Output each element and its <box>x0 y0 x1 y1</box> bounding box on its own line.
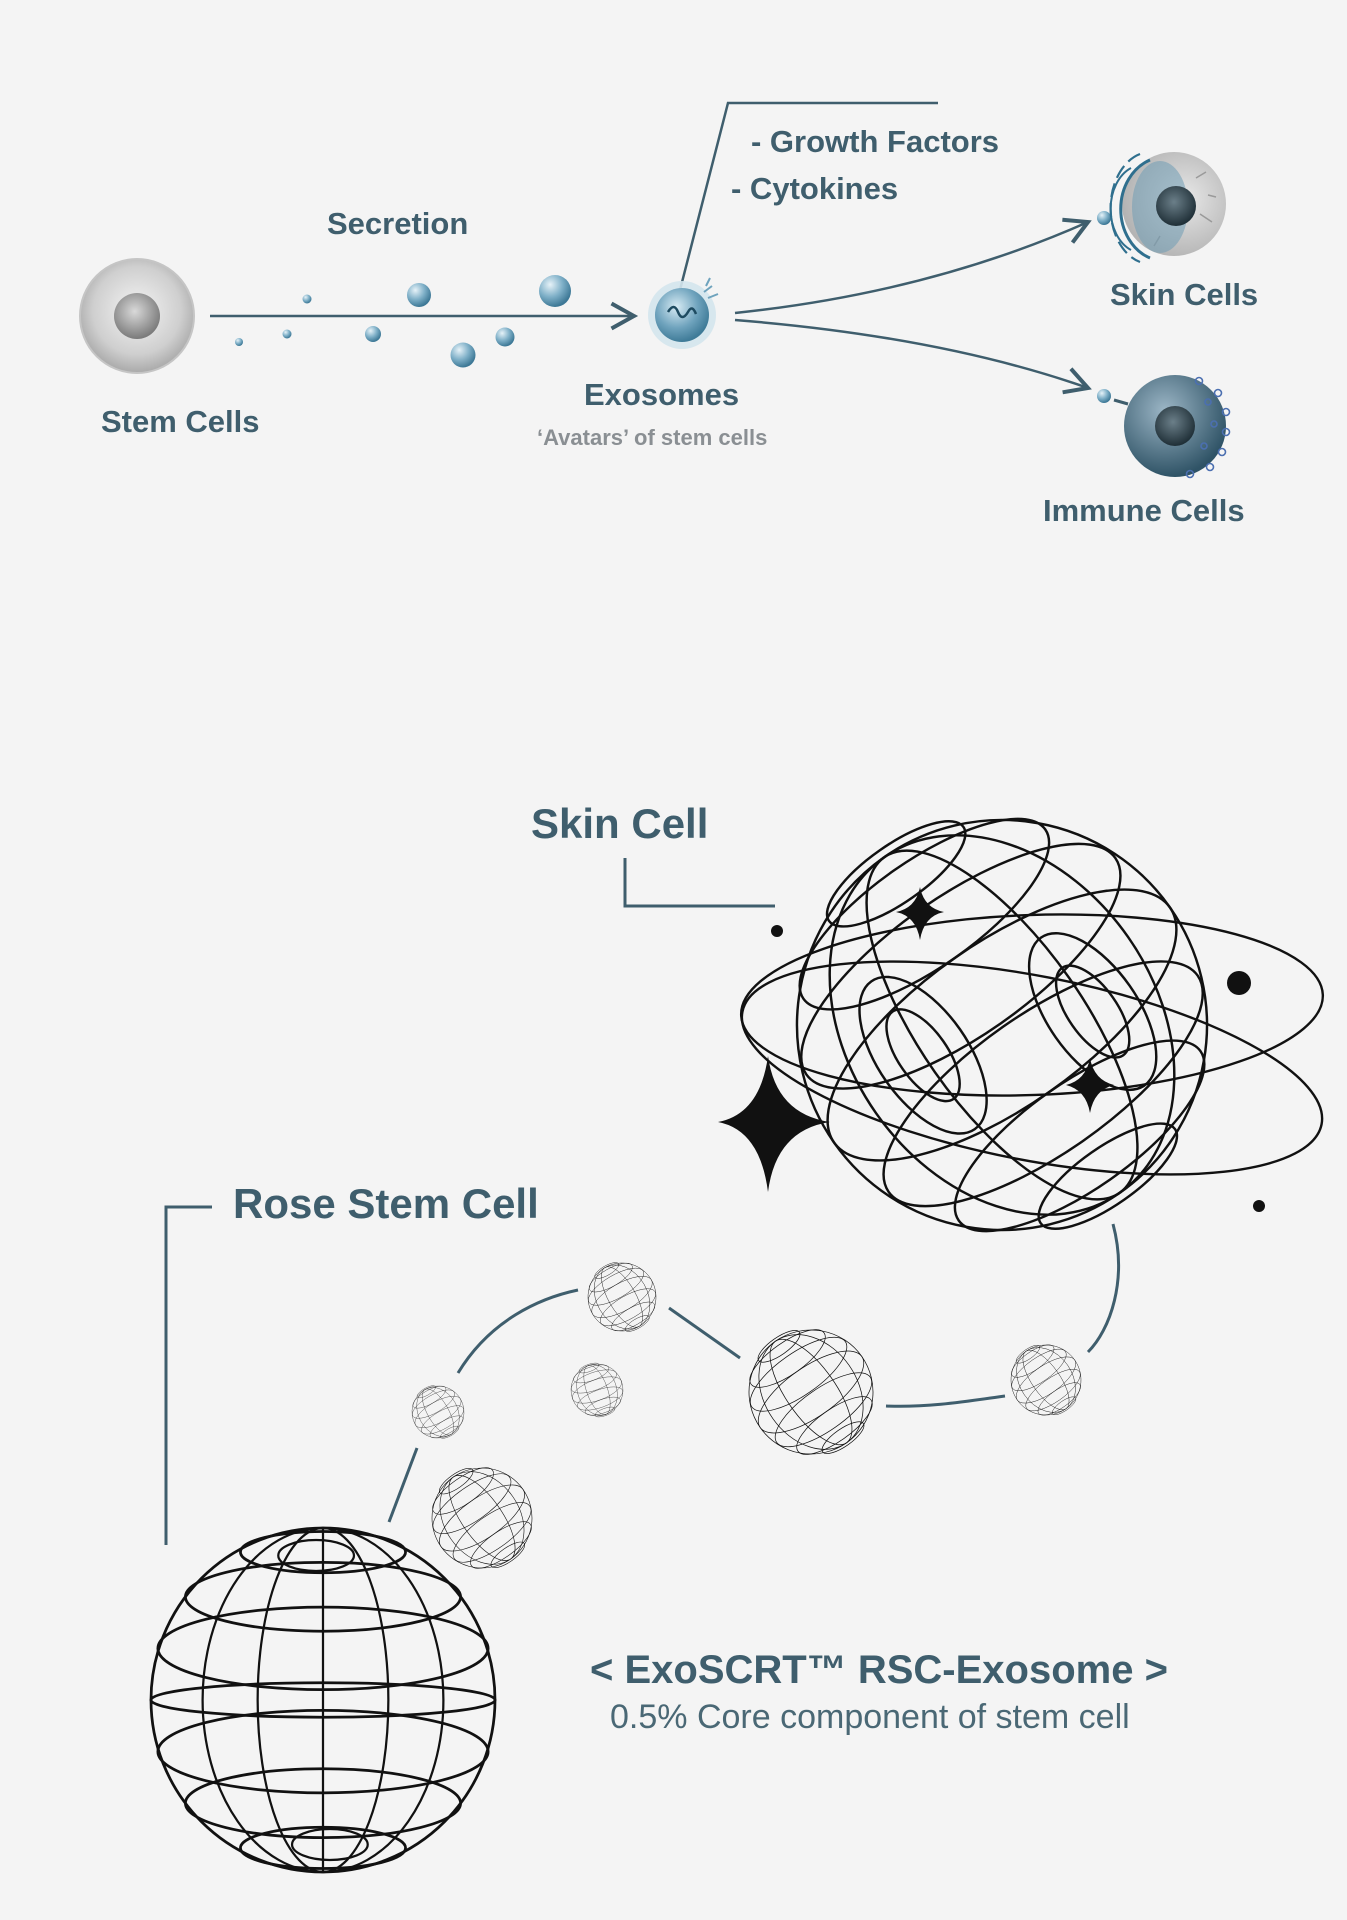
stem-cells-label: Stem Cells <box>101 404 260 439</box>
exosome-sphere <box>722 1303 900 1481</box>
stem-cell-graphic <box>79 258 195 374</box>
exosome-sphere <box>996 1329 1096 1431</box>
factor-callout-line <box>678 101 938 291</box>
exosome-graphic <box>648 277 719 349</box>
sparkle-icon <box>718 1056 830 1192</box>
skin-cell-graphic <box>1097 152 1226 264</box>
sparkle-icon <box>896 887 944 940</box>
growth-factors-label: - Growth Factors <box>751 124 1000 159</box>
secretion-label: Secretion <box>327 206 469 241</box>
arrow-to-skin-cells <box>734 217 1092 315</box>
exosomes-subtitle: ‘Avatars’ of stem cells <box>537 425 768 450</box>
arrow-to-immune-cells <box>734 318 1092 395</box>
skin-cells-label: Skin Cells <box>1110 277 1259 312</box>
rose-stem-cell-label: Rose Stem Cell <box>233 1180 539 1227</box>
rose-stem-cell-wireframe-sphere <box>149 1526 497 1874</box>
product-caption: 0.5% Core component of stem cell <box>610 1698 1130 1736</box>
exosomes-label: Exosomes <box>584 377 740 412</box>
exosome-path-line <box>387 1223 1121 1523</box>
secreted-vesicles <box>235 275 571 368</box>
skin-cell-callout-line <box>623 858 775 908</box>
cytokines-label: - Cytokines <box>731 171 899 206</box>
exosome-sphere <box>563 1355 631 1425</box>
rose-stem-cell-bracket <box>164 1205 212 1545</box>
immune-cells-label: Immune Cells <box>1043 493 1245 528</box>
exosome-sphere <box>574 1249 670 1345</box>
sparkle-icon <box>1066 1058 1114 1113</box>
product-title: < ExoSCRT™ RSC-Exosome > <box>590 1648 1168 1692</box>
skin-cell-wireframe-sphere <box>710 731 1325 1319</box>
skin-cell-label: Skin Cell <box>531 800 709 847</box>
immune-cell-graphic <box>1097 375 1231 479</box>
exosome-sphere <box>401 1375 475 1449</box>
